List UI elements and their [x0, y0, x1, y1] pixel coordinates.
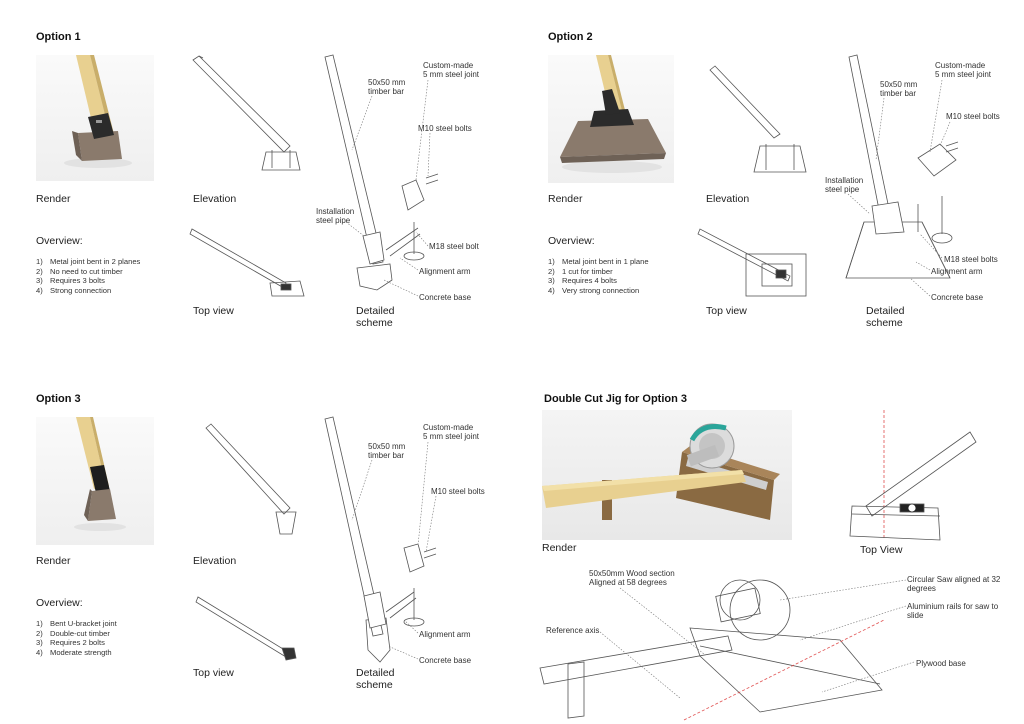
jig-callout-reference-axis: Reference axis [546, 626, 600, 635]
option-3-callout-arm: Alignment arm [419, 630, 471, 639]
option-1-callout-m10: M10 steel bolts [418, 124, 472, 133]
option-3-top-view-label: Top view [193, 667, 234, 679]
option-2-callout-timber-1: 50x50 mm [880, 80, 918, 89]
jig-title: Double Cut Jig for Option 3 [544, 393, 687, 405]
option-1-elevation-drawing [192, 55, 301, 171]
list-item: 2)Double-cut timber [36, 628, 110, 638]
option-3-overview-list: 1)Bent U-bracket joint 2)Double-cut timb… [36, 619, 117, 657]
list-item: 2)No need to cut timber [36, 266, 123, 276]
option-2-callout-joint-1: Custom-made [935, 61, 986, 70]
option-2-callout-m18: M18 steel bolts [944, 255, 998, 264]
list-item: 3)Requires 3 bolts [36, 276, 105, 286]
callout-leader-lines [345, 79, 951, 699]
option-1-top-view-drawing [189, 228, 305, 297]
option-3-callout-base: Concrete base [419, 656, 472, 665]
option-1-overview-heading: Overview: [36, 235, 83, 247]
list-item: 3)Requires 2 bolts [36, 638, 105, 648]
option-2-title: Option 2 [548, 31, 593, 43]
option-2-elevation-drawing [709, 65, 807, 173]
jig-top-view-drawing [849, 410, 977, 541]
option-2-callout-pipe-2: steel pipe [825, 185, 860, 194]
option-3-elevation-label: Elevation [193, 555, 237, 567]
jig-render-label: Render [542, 542, 577, 554]
jig-render-image [542, 410, 792, 540]
option-2-callout-base: Concrete base [931, 293, 984, 302]
jig-callout-plywood: Plywood base [916, 659, 966, 668]
option-2-render-image [548, 55, 674, 183]
list-item: 3)Requires 4 bolts [548, 276, 617, 286]
option-1-detail-label-line-1: Detailed [356, 305, 395, 317]
list-item: 1)Bent U-bracket joint [36, 619, 117, 628]
option-1-title: Option 1 [36, 31, 81, 43]
option-1-callout-joint-1: Custom-made [423, 61, 474, 70]
option-2-detail-label-line-1: Detailed [866, 305, 905, 317]
option-3-callout-joint-2: 5 mm steel joint [423, 432, 480, 441]
jig-callout-wood-1: 50x50mm Wood section [589, 569, 675, 578]
jig-top-view-label: Top View [860, 544, 903, 556]
option-1-callout-timber-2: timber bar [368, 87, 405, 96]
option-1-callout-pipe-2: steel pipe [316, 216, 351, 225]
jig-callout-saw-2: degrees [907, 584, 936, 593]
option-1-callout-m18: M18 steel bolt [429, 242, 479, 251]
jig-callout-saw-1: Circular Saw aligned at 32 [907, 575, 1001, 584]
option-2-detail-drawing [845, 54, 959, 279]
list-item: 1)Metal joint bent in 2 planes [36, 257, 141, 266]
option-2-callout-pipe-1: Installation [825, 176, 864, 185]
option-2-elevation-label: Elevation [706, 193, 750, 205]
jig-callout-wood-2: Aligned at 58 degrees [589, 578, 667, 587]
option-1-render-label: Render [36, 193, 71, 205]
list-item: 4)Moderate strength [36, 647, 112, 657]
option-1-callout-base: Concrete base [419, 293, 472, 302]
option-1-callout-timber-1: 50x50 mm [368, 78, 406, 87]
list-item: 4)Very strong connection [548, 285, 640, 295]
option-1-elevation-label: Elevation [193, 193, 237, 205]
option-2-callout-arm: Alignment arm [931, 267, 983, 276]
option-2-callout-timber-2: timber bar [880, 89, 917, 98]
option-3-callout-joint-1: Custom-made [423, 423, 474, 432]
jig-callout-rails-1: Aluminium rails for saw to [907, 602, 999, 611]
option-1-callout-pipe-1: Installation [316, 207, 355, 216]
jig-perspective-drawing [539, 579, 885, 721]
option-2-overview-heading: Overview: [548, 235, 595, 247]
option-3-render-label: Render [36, 555, 71, 567]
option-2-callout-m10: M10 steel bolts [946, 112, 1000, 121]
option-1-detail-drawing [324, 54, 439, 291]
option-2-callout-joint-2: 5 mm steel joint [935, 70, 992, 79]
option-2-top-view-drawing [697, 228, 807, 297]
option-3-callout-timber-2: timber bar [368, 451, 405, 460]
option-2-render-label: Render [548, 193, 583, 205]
option-3-detail-drawing [324, 416, 437, 663]
list-item: 2)1 cut for timber [548, 266, 613, 276]
option-1-callout-joint-2: 5 mm steel joint [423, 70, 480, 79]
option-3-overview-heading: Overview: [36, 597, 83, 609]
list-item: 4)Strong connection [36, 285, 112, 295]
option-3-render-image [36, 417, 154, 545]
option-3-detail-label-line-1: Detailed [356, 667, 395, 679]
option-1-top-view-label: Top view [193, 305, 234, 317]
option-1-callout-arm: Alignment arm [419, 267, 471, 276]
option-2-overview-list: 1)Metal joint bent in 1 plane 2)1 cut fo… [548, 257, 649, 295]
option-1-overview-list: 1)Metal joint bent in 2 planes 2)No need… [36, 257, 140, 295]
option-3-callout-timber-1: 50x50 mm [368, 442, 406, 451]
list-item: 1)Metal joint bent in 1 plane [548, 257, 649, 266]
option-3-title: Option 3 [36, 393, 81, 405]
option-1-render-image [36, 55, 154, 181]
option-3-top-view-drawing [195, 596, 297, 661]
option-2-top-view-label: Top view [706, 305, 747, 317]
option-1-detail-label-line-2: scheme [356, 317, 393, 329]
option-3-elevation-drawing [205, 423, 297, 535]
option-2-detail-label-line-2: scheme [866, 317, 903, 329]
jig-callout-rails-2: slide [907, 611, 924, 620]
option-3-detail-label-line-2: scheme [356, 679, 393, 691]
option-3-callout-m10: M10 steel bolts [431, 487, 485, 496]
